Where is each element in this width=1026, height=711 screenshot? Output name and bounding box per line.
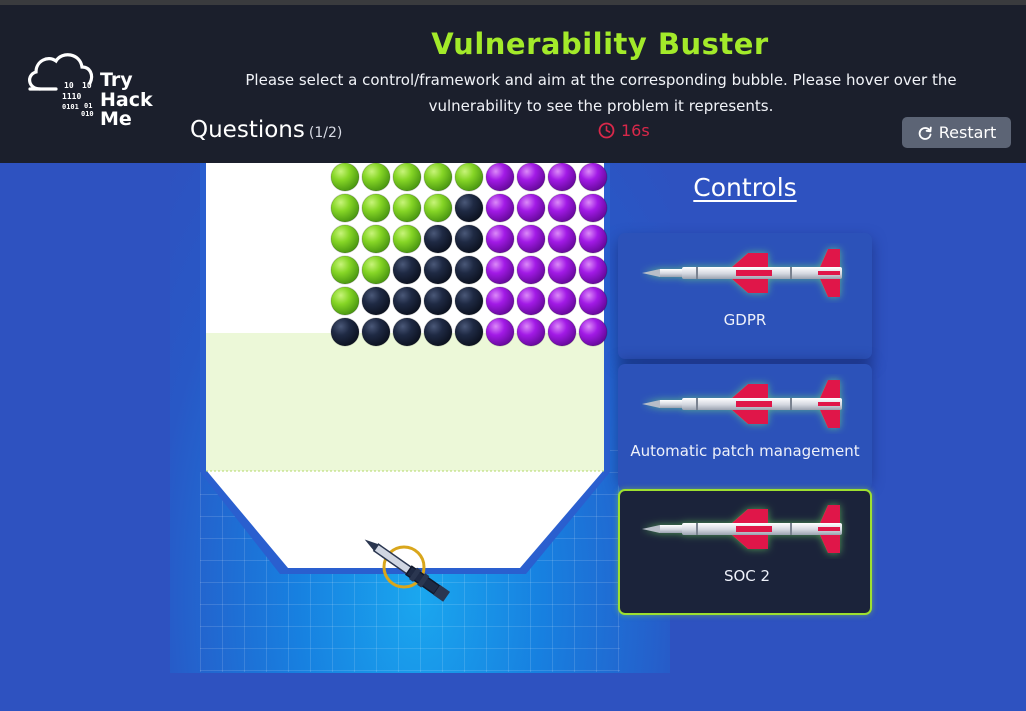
bubble-navy[interactable] — [392, 255, 422, 285]
bubble-purple[interactable] — [485, 193, 515, 223]
controls-heading: Controls — [693, 173, 797, 202]
bubble-green[interactable] — [361, 193, 391, 223]
bubble-purple[interactable] — [578, 286, 608, 316]
restart-button[interactable]: Restart — [902, 117, 1011, 148]
bubble-purple[interactable] — [485, 162, 515, 192]
bubble-purple[interactable] — [485, 286, 515, 316]
bubble-navy[interactable] — [361, 317, 391, 347]
bubble-navy[interactable] — [423, 224, 453, 254]
bubble-green[interactable] — [361, 255, 391, 285]
logo-binary-4: 0101 — [62, 103, 79, 111]
logo-binary-2: 10 — [82, 81, 92, 90]
bubble-green[interactable] — [330, 286, 360, 316]
control-label: SOC 2 — [723, 567, 771, 585]
bubble-purple[interactable] — [547, 193, 577, 223]
bubble-green[interactable] — [423, 162, 453, 192]
logo-binary-6: 010 — [81, 110, 94, 118]
control-label: GDPR — [723, 311, 767, 329]
questions-label: Questions — [190, 117, 305, 143]
bubble-navy[interactable] — [454, 255, 484, 285]
bubble-green[interactable] — [392, 162, 422, 192]
bubble-purple[interactable] — [578, 193, 608, 223]
bubble-green[interactable] — [330, 162, 360, 192]
danger-zone — [206, 333, 604, 471]
bubble-green[interactable] — [454, 162, 484, 192]
bubble-purple[interactable] — [547, 286, 577, 316]
logo-word-me: Me — [100, 108, 132, 130]
bubble-purple[interactable] — [578, 255, 608, 285]
aim-ring — [382, 545, 426, 589]
bubble-green[interactable] — [392, 224, 422, 254]
logo-word-hack: Hack — [100, 89, 153, 111]
bubble-navy[interactable] — [423, 317, 453, 347]
bubble-green[interactable] — [392, 193, 422, 223]
timer-value: 16s — [621, 121, 650, 140]
control-card-gdpr[interactable]: GDPR — [618, 233, 872, 359]
control-card-patch-management[interactable]: Automatic patch management — [618, 364, 872, 490]
bubble-navy[interactable] — [454, 224, 484, 254]
countdown-timer: 16s — [598, 121, 650, 140]
cloud-icon — [28, 53, 94, 91]
bubble-navy[interactable] — [392, 286, 422, 316]
control-card-soc2[interactable]: SOC 2 — [618, 489, 872, 615]
bubble-purple[interactable] — [485, 224, 515, 254]
instructions-text: Please select a control/framework and ai… — [245, 71, 957, 115]
bubble-navy[interactable] — [330, 317, 360, 347]
bubble-purple[interactable] — [516, 162, 546, 192]
bubble-navy[interactable] — [454, 317, 484, 347]
game-title: Vulnerability Buster — [431, 27, 769, 61]
control-label: Automatic patch management — [630, 442, 860, 460]
bubble-purple[interactable] — [516, 224, 546, 254]
clock-icon — [598, 122, 615, 139]
bubble-purple[interactable] — [516, 255, 546, 285]
bubble-purple[interactable] — [516, 286, 546, 316]
bubble-purple[interactable] — [578, 224, 608, 254]
bubble-purple[interactable] — [547, 162, 577, 192]
logo-binary-1: 10 — [64, 81, 74, 90]
restart-label: Restart — [938, 123, 997, 142]
refresh-icon — [918, 126, 932, 140]
bubble-green[interactable] — [361, 162, 391, 192]
bubble-purple[interactable] — [547, 255, 577, 285]
questions-count: (1/2) — [308, 125, 343, 141]
bubble-navy[interactable] — [392, 317, 422, 347]
bubble-navy[interactable] — [423, 255, 453, 285]
bubble-purple[interactable] — [516, 193, 546, 223]
missile-icon — [640, 243, 850, 303]
bubble-navy[interactable] — [423, 286, 453, 316]
bubble-navy[interactable] — [361, 286, 391, 316]
launcher[interactable] — [361, 534, 451, 603]
questions-counter: Questions(1/2) — [190, 117, 342, 143]
logo-binary-5: 01 — [84, 102, 93, 110]
bubble-navy[interactable] — [454, 286, 484, 316]
game-header: 10 10 1110 0101 01 010 Try Hack Me Vulne… — [0, 5, 1026, 163]
tryhackme-logo: 10 10 1110 0101 01 010 Try Hack Me — [26, 49, 166, 129]
missile-icon — [640, 374, 850, 434]
bubble-purple[interactable] — [547, 224, 577, 254]
bubble-green[interactable] — [330, 193, 360, 223]
bubble-grid — [330, 162, 608, 347]
bubble-purple[interactable] — [485, 317, 515, 347]
bubble-purple[interactable] — [578, 162, 608, 192]
bubble-green[interactable] — [330, 224, 360, 254]
bubble-purple[interactable] — [578, 317, 608, 347]
bubble-green[interactable] — [361, 224, 391, 254]
bubble-navy[interactable] — [454, 193, 484, 223]
launcher-missile-icon — [364, 539, 451, 602]
bubble-purple[interactable] — [485, 255, 515, 285]
bubble-purple[interactable] — [547, 317, 577, 347]
logo-word-try: Try — [100, 69, 133, 91]
bubble-green[interactable] — [423, 193, 453, 223]
logo-binary-3: 1110 — [62, 92, 82, 101]
missile-icon — [640, 499, 850, 559]
bubble-purple[interactable] — [516, 317, 546, 347]
bubble-green[interactable] — [330, 255, 360, 285]
window-top-border — [0, 0, 1026, 5]
